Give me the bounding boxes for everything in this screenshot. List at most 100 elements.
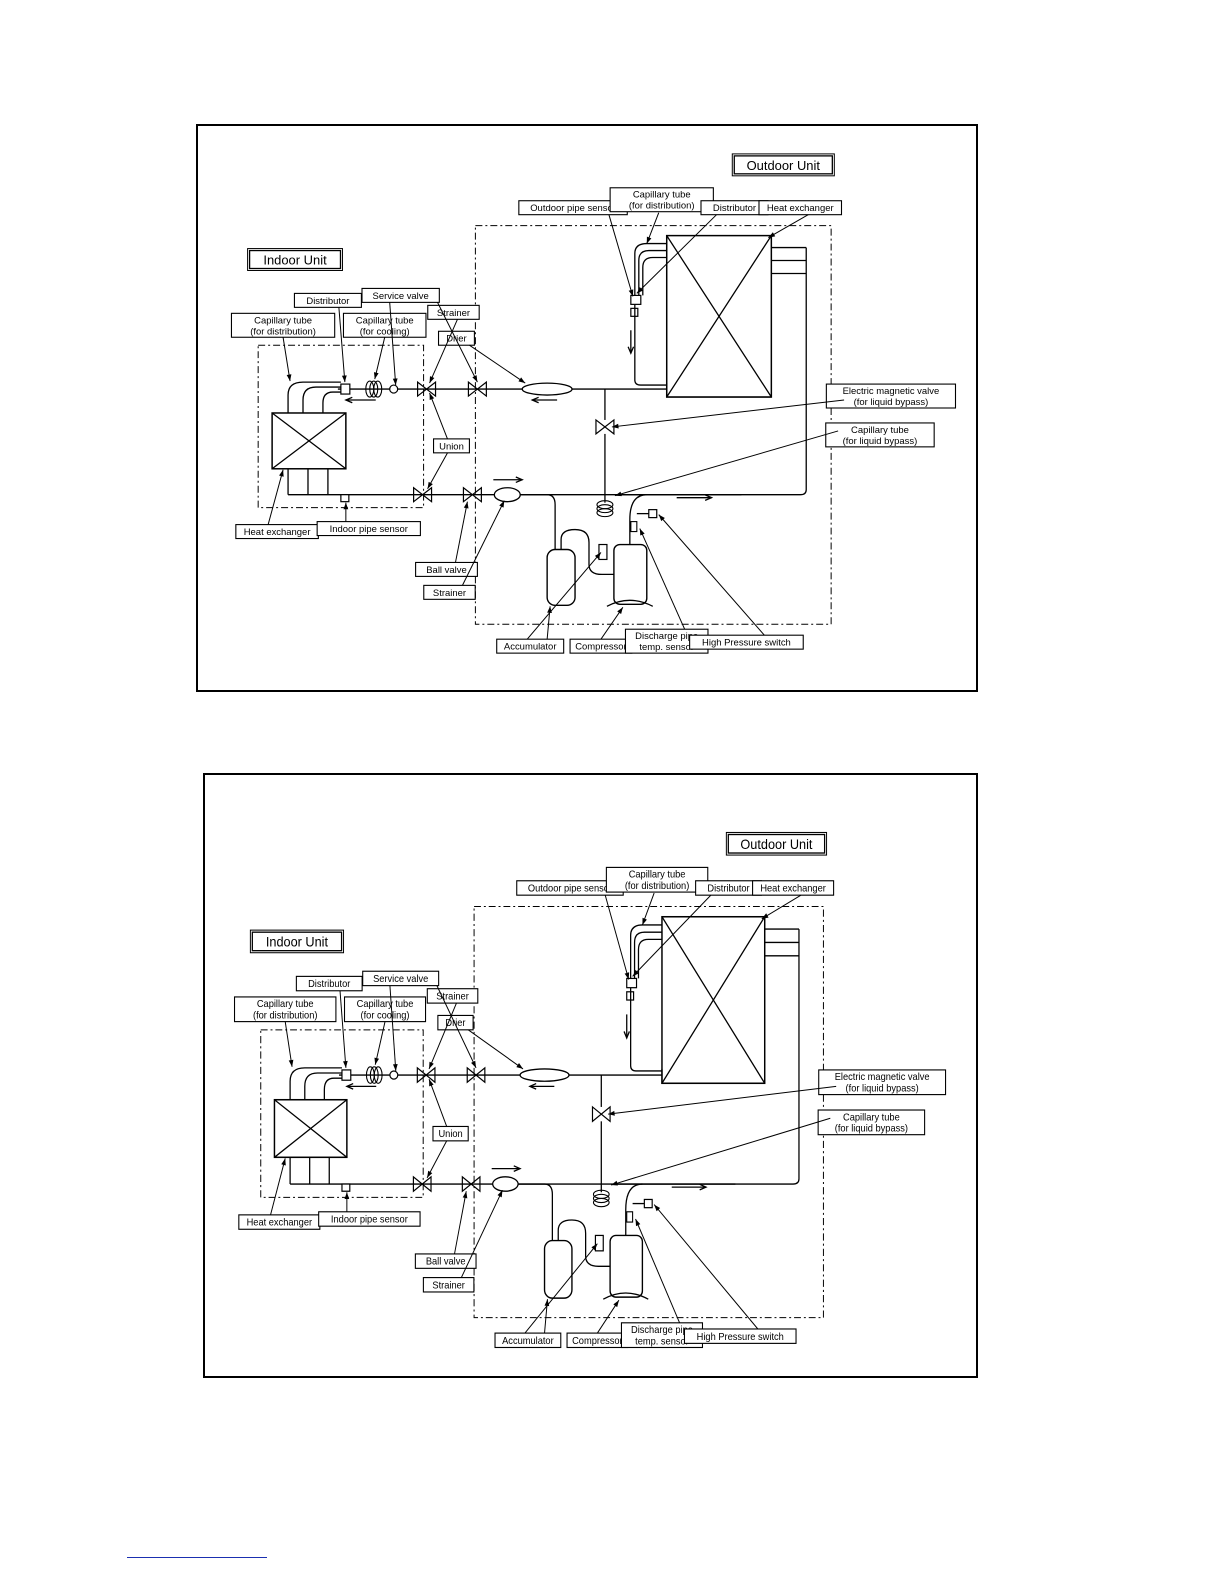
service-valve-icon: [466, 1066, 486, 1084]
union-label: Union: [438, 1129, 462, 1140]
hx-cross: [271, 412, 347, 470]
callout-box: [817, 1109, 926, 1136]
capillary-tube: [287, 381, 341, 413]
leader-line: [639, 528, 686, 630]
sensor-bulb-icon: [626, 1211, 634, 1223]
callout-box: [414, 1253, 477, 1269]
callout-box: [423, 584, 476, 600]
leader-arrow-head: [628, 289, 634, 297]
leader-arrow-head: [642, 917, 647, 925]
high-pressure-switch-icon: [643, 1198, 653, 1209]
leader-line: [461, 500, 505, 586]
ball-valve-icon: [413, 486, 433, 503]
leader-arrow-head: [611, 1180, 618, 1186]
outdoor-unit-title: Outdoor Unit: [747, 158, 821, 173]
compressor-base: [606, 599, 654, 607]
leader-arrow-head: [427, 1170, 433, 1178]
drier-icon: [519, 1068, 570, 1082]
compressor-icon: [613, 543, 648, 606]
callout-box: [494, 1332, 562, 1349]
leader-arrow-head: [286, 374, 292, 382]
indoor-pipe-sensor-icon: [340, 494, 350, 503]
capillary-coil-icon: [373, 1066, 383, 1084]
leader-arrow-head: [624, 972, 630, 980]
heat-exchanger-in-label: Heat exchanger: [244, 527, 311, 538]
leader-arrow-head: [279, 469, 284, 477]
high-pressure-switch-icon: [648, 509, 658, 519]
accumulator-outlet: [560, 528, 615, 576]
capillary-dist-out-1-label: Capillary tube: [633, 190, 691, 201]
leader-line: [389, 302, 397, 386]
leader-arrow-head: [611, 423, 619, 429]
outdoor-pipe-sensor-label: Outdoor pipe sensor: [530, 203, 616, 214]
flow-arrow-head: [623, 1031, 630, 1040]
service-valve-icon: [467, 380, 487, 398]
indoor-unit-boundary: [257, 344, 425, 509]
leader-arrow-head: [281, 1158, 286, 1166]
leader-line: [429, 319, 458, 384]
ball-valve-icon: [462, 486, 482, 503]
capillary-cool-1-label: Capillary tube: [356, 315, 414, 326]
union-label: Union: [439, 441, 464, 452]
heat-exchanger-out-label: Heat exchanger: [760, 883, 826, 894]
callout-box: [432, 438, 470, 454]
leader-line: [374, 337, 386, 380]
leader-arrow-head: [427, 481, 433, 489]
unit-frame-inner: [251, 931, 343, 952]
capillary-tube: [302, 386, 341, 413]
ball-valve-label: Ball valve: [426, 565, 466, 576]
emv-2-label: (for liquid bypass): [854, 397, 929, 408]
outdoor-pipe-sensor-label: Outdoor pipe sensor: [528, 883, 613, 894]
capillary-tube: [289, 1067, 342, 1100]
capillary-tube: [630, 924, 662, 984]
capillary-tube: [323, 1077, 342, 1100]
capillary-dist-in-2-label: (for distribution): [250, 326, 316, 337]
leader-arrow-head: [374, 1057, 380, 1065]
leader-arrow-head: [429, 393, 435, 401]
leader-arrow-head: [429, 1061, 434, 1069]
ball-valve-icon: [412, 1175, 432, 1193]
leader-line: [604, 895, 630, 980]
ball-valve-label: Ball valve: [426, 1257, 466, 1268]
leader-line: [608, 214, 634, 297]
leader-arrow-head: [343, 502, 349, 510]
emv-1-label: Electric magnetic valve: [843, 386, 940, 397]
callout-box: [432, 1125, 469, 1142]
indoor-pipe-sensor-label: Indoor pipe sensor: [331, 1214, 409, 1225]
leader-line: [526, 552, 602, 640]
distributor-pipe: [634, 304, 667, 386]
indoor-distributor-icon: [340, 383, 351, 395]
leader-line: [374, 1021, 386, 1065]
leader-arrow-head: [654, 1204, 661, 1212]
leader-arrow-head: [471, 1060, 477, 1068]
capillary-dist-out-2-label: (for distribution): [629, 201, 695, 212]
indoor-pipe-sensor-label: Indoor pipe sensor: [330, 524, 408, 535]
callout-box: [343, 996, 427, 1023]
callout-box: [825, 383, 957, 409]
leader-arrow-head: [768, 232, 776, 238]
indoor-unit-title: Indoor Unit: [266, 934, 329, 949]
hx-cross: [274, 1099, 348, 1158]
leader-line: [437, 302, 478, 383]
leader-line: [635, 1218, 681, 1324]
distributor-in-label: Distributor: [308, 979, 351, 990]
strainer-icon: [389, 384, 399, 394]
flow-arrow-head: [515, 476, 524, 484]
accumulator-icon: [546, 548, 576, 606]
unit-frame-inner: [727, 833, 826, 854]
hx-bottom-pipe: [666, 383, 772, 398]
high-pressure-switch-label: High Pressure switch: [702, 638, 791, 649]
discharge-temp-sensor-icon: [598, 543, 608, 561]
hx-return-pipe: [618, 247, 807, 496]
strainer-bottom-label: Strainer: [432, 1280, 465, 1291]
callout-box: [752, 880, 835, 896]
emv-1-label: Electric magnetic valve: [835, 1072, 930, 1083]
leader-arrow-head: [614, 491, 622, 497]
callout-box: [230, 312, 336, 338]
sensor-bulb-icon: [630, 521, 638, 533]
flow-arrow-head: [699, 1183, 708, 1191]
leader-line: [524, 1243, 598, 1334]
electric-magnetic-valve-icon: [595, 418, 615, 436]
callout-box: [233, 996, 337, 1023]
flow-arrow-head: [627, 346, 635, 355]
